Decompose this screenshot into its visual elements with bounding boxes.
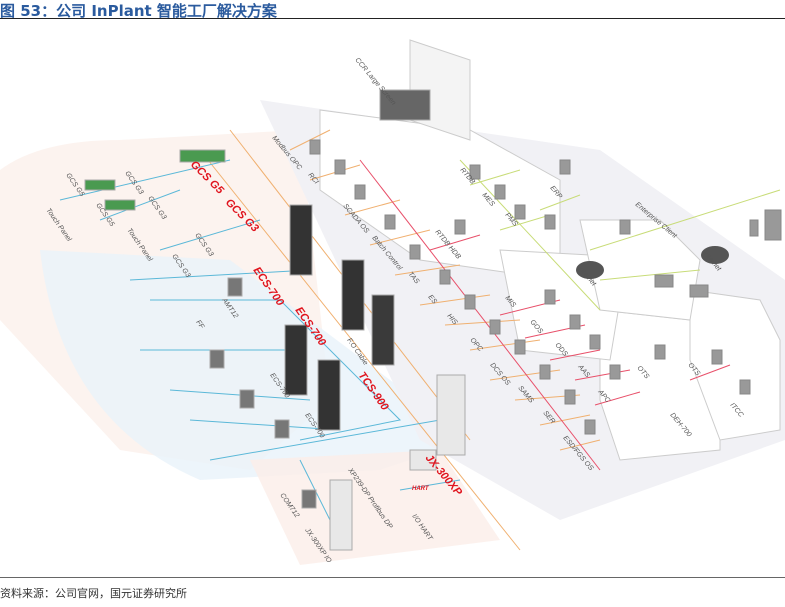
label: ES <box>426 294 438 306</box>
internet-cloud-icons <box>576 246 729 279</box>
label-ccr: CCR Large Screen <box>353 57 396 107</box>
control-zone <box>40 250 470 480</box>
hart-logo: HART <box>412 486 430 492</box>
top-divider <box>0 18 785 19</box>
io-zone <box>250 450 500 565</box>
cabinets <box>84 89 466 551</box>
figure-title: 图 53：公司 InPlant 智能工厂解决方案 <box>0 2 277 20</box>
buildings <box>319 39 781 461</box>
label: FF <box>194 319 205 331</box>
source-note: 资料来源：公司官网，国元证券研究所 <box>0 587 187 600</box>
workstation-monitors <box>309 139 782 435</box>
bottom-divider <box>0 577 785 578</box>
inplant-diagram: CCR Large Screen Modbus OPC RCI SCADA OS… <box>0 39 785 565</box>
